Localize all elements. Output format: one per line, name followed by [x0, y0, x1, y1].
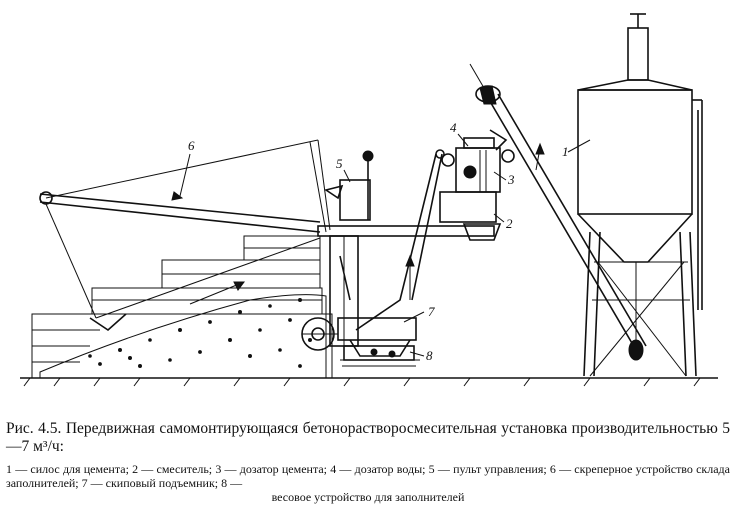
figure-legend: 1 — силос для цемента; 2 — смеситель; 3 … [6, 462, 730, 504]
figure-caption: Рис. 4.5. Передвижная самомонтирующаяся … [6, 420, 730, 455]
callout-8: 8 [426, 348, 433, 363]
callout-5: 5 [336, 156, 343, 171]
screw-conveyor [469, 63, 647, 361]
ground [20, 377, 718, 387]
mixer-unit [439, 137, 515, 241]
callout-7: 7 [428, 304, 435, 319]
legend-line-3: весовое устройство для заполнителей [271, 490, 465, 504]
callout-labels: 1 2 3 4 5 6 7 8 [179, 120, 591, 363]
callout-4: 4 [450, 120, 457, 135]
legend-line-1: 1 — силос для цемента; 2 — смеситель; 3 … [6, 462, 482, 476]
concrete-plant-diagram: 1 2 3 4 5 6 7 8 [20, 13, 718, 387]
cement-silo [577, 13, 703, 377]
callout-6: 6 [188, 138, 195, 153]
control-panel [324, 150, 374, 221]
aggregate-pile [39, 281, 327, 379]
skip-hoist [301, 255, 420, 367]
legend-line-2: управления; 6 — скреперное устройство ск… [6, 462, 730, 490]
callout-3: 3 [507, 172, 515, 187]
callout-2: 2 [506, 216, 513, 231]
scraper-boom [39, 139, 331, 332]
callout-1: 1 [562, 144, 569, 159]
